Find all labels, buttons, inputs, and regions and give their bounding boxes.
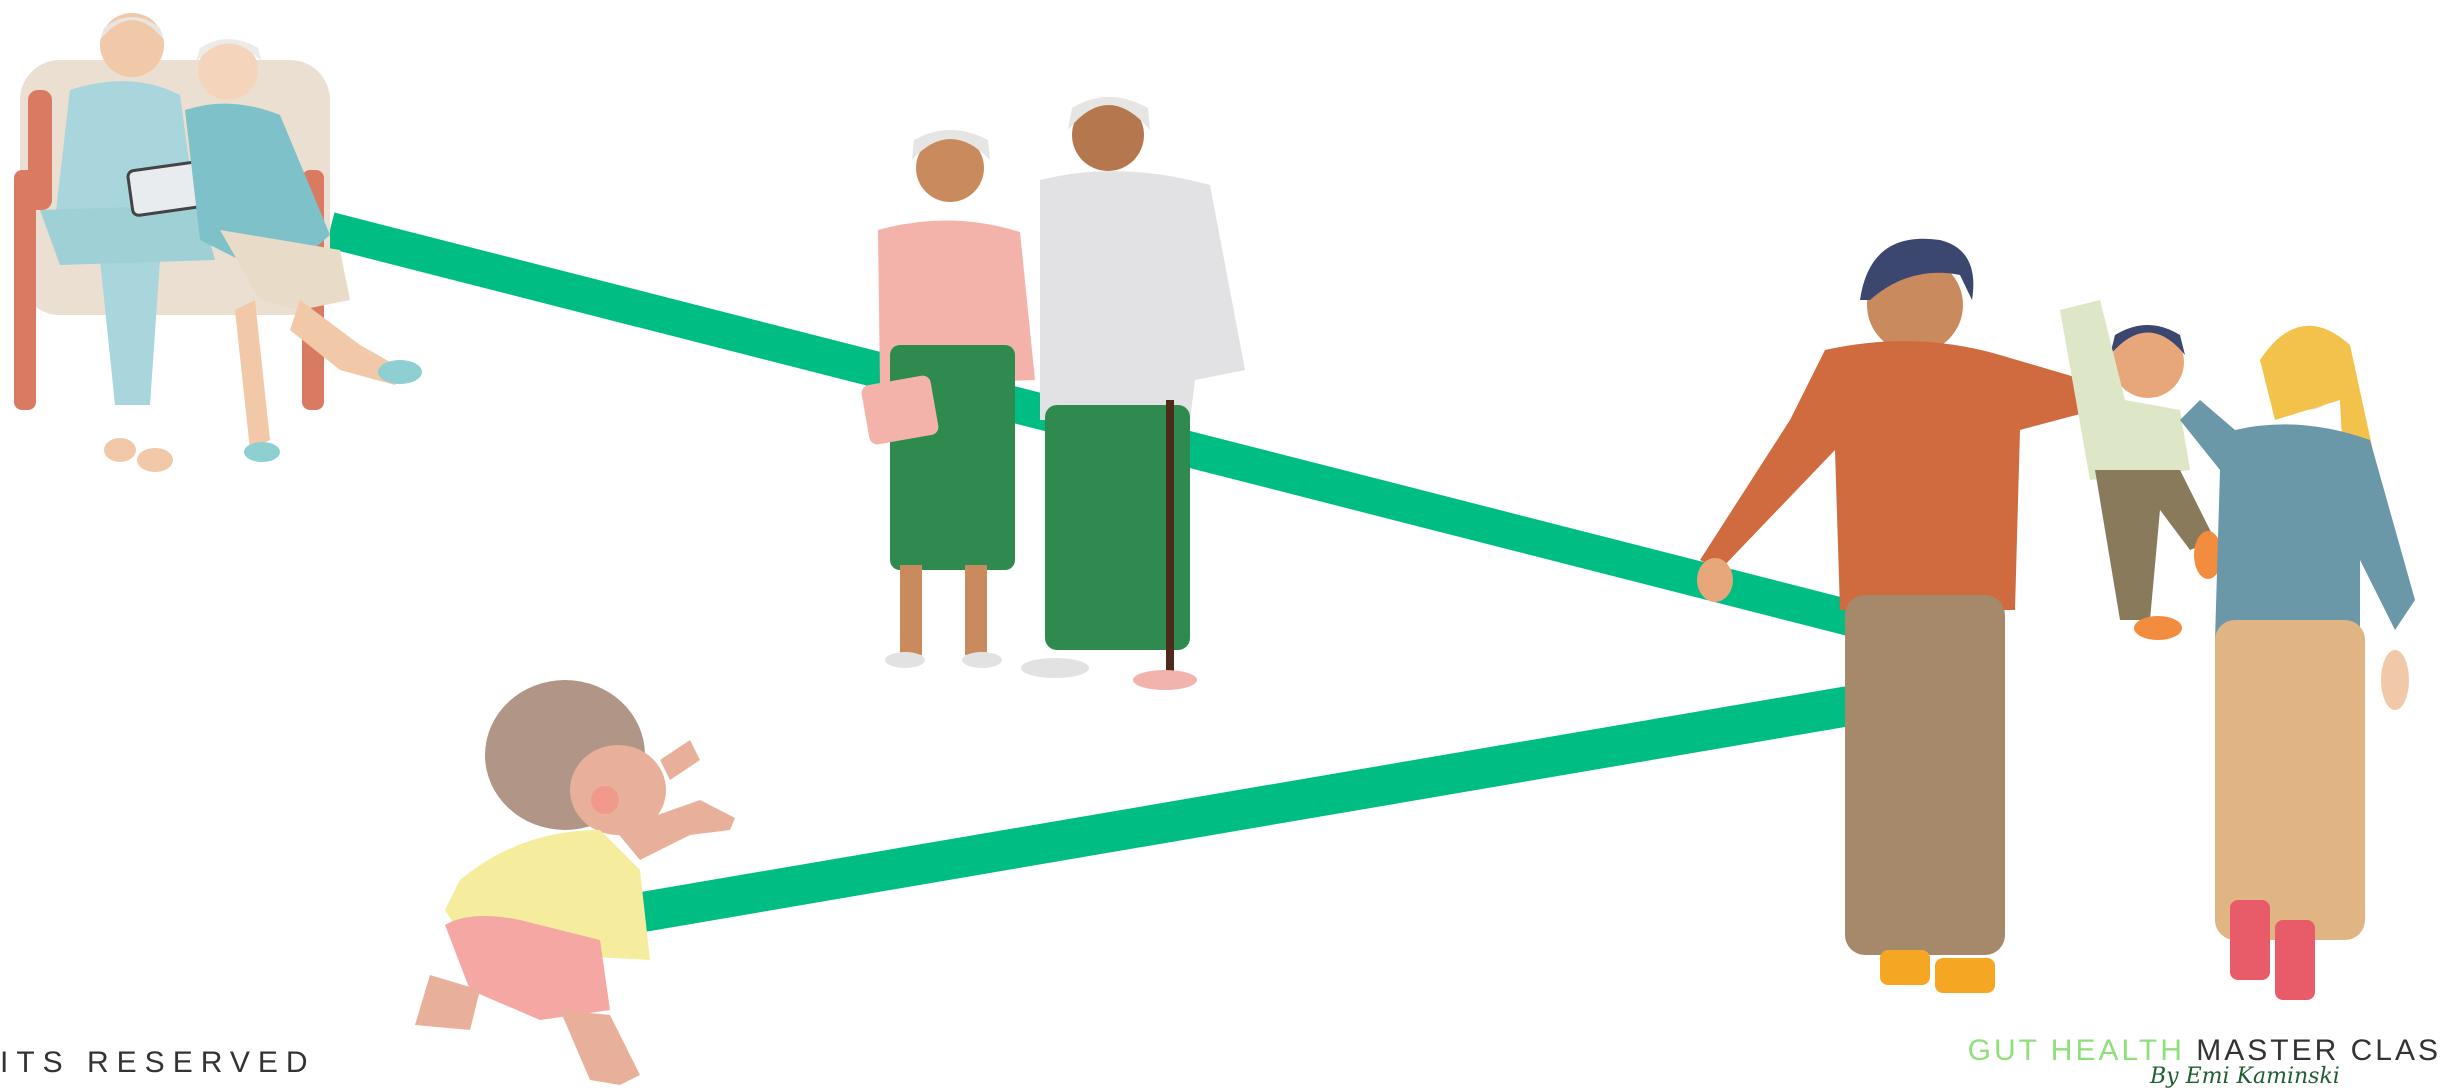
brand-signature: By Emi Kaminski — [2150, 1064, 2340, 1089]
elderly-couple-on-sofa-icon — [14, 13, 422, 472]
brand-logo: GUT HEALTH MASTER CLAS — [1968, 1034, 2441, 1068]
brand-primary-text: GUT HEALTH — [1967, 1034, 2185, 1067]
senior-couple-standing-icon — [861, 97, 1245, 690]
family-swinging-child-icon — [1697, 238, 2415, 1000]
toddler-reaching-icon — [415, 680, 735, 1085]
connector-baby-to-family — [621, 685, 1859, 935]
rights-reserved-text: ITS RESERVED — [0, 1046, 316, 1079]
brand-secondary-text: MASTER CLAS — [2196, 1034, 2441, 1067]
